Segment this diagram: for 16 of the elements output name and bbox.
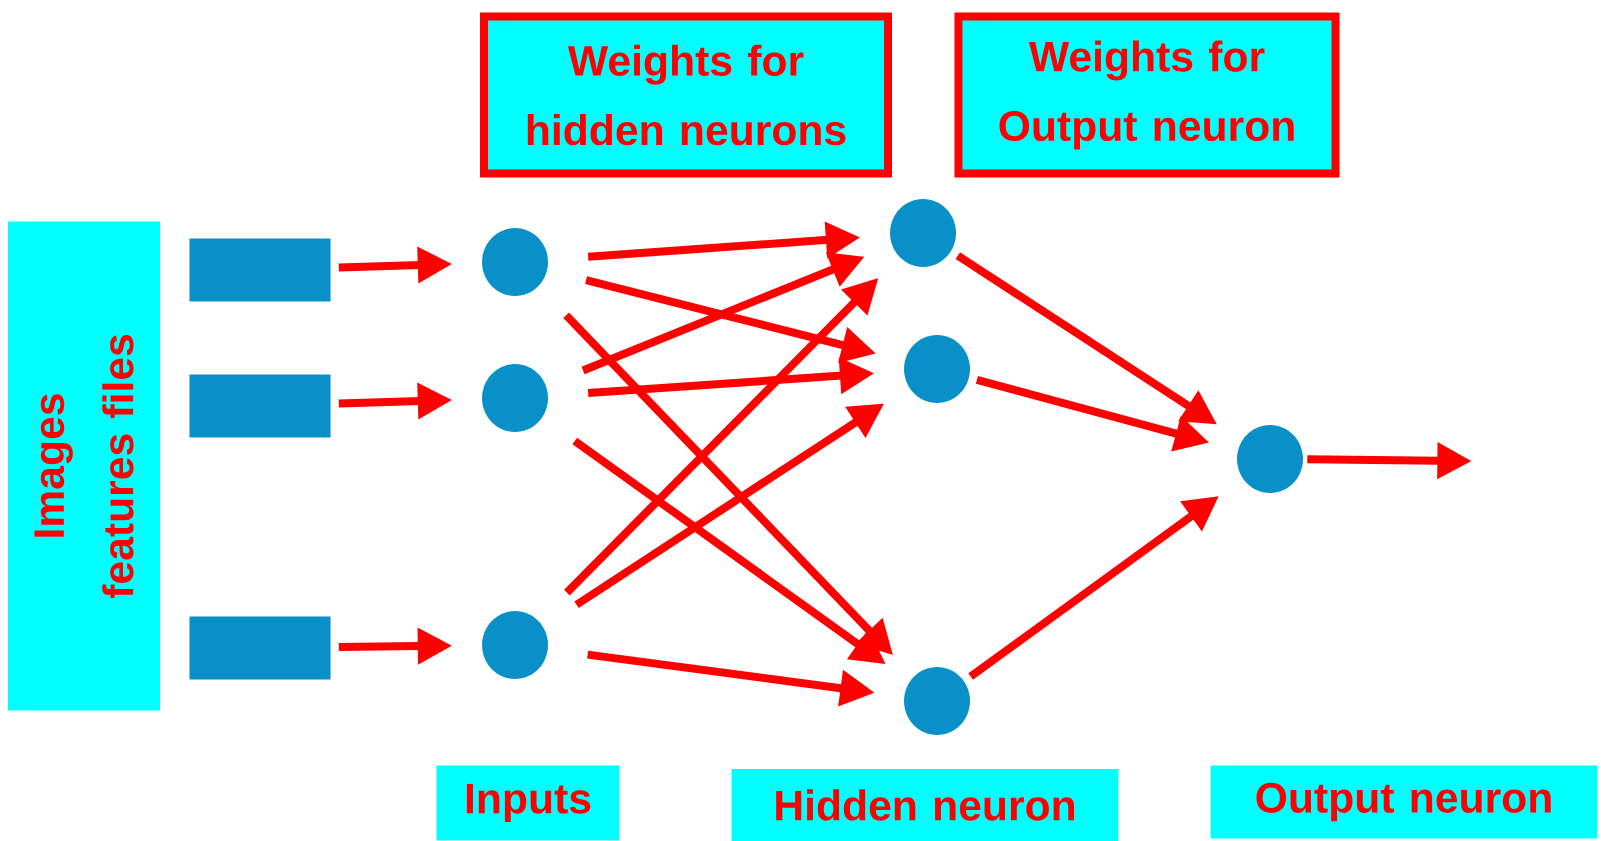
layer-label-box: Inputs <box>436 765 620 841</box>
neuron-circle <box>1237 425 1303 493</box>
side-label-box: Images features files <box>8 221 160 711</box>
weights-box: Weights for hidden neurons <box>480 12 892 178</box>
neuron-circle <box>890 199 956 267</box>
neuron-circle <box>482 364 548 432</box>
layer-label-box: Hidden neuron <box>731 769 1119 841</box>
weights-box: Weights for Output neuron <box>954 12 1340 178</box>
neuron-circle <box>482 228 548 296</box>
neuron-circle <box>904 335 970 403</box>
input-block <box>189 616 331 680</box>
input-block <box>189 374 331 438</box>
input-block <box>189 238 331 302</box>
layer-label-box: Output neuron <box>1210 765 1598 839</box>
neuron-circle <box>482 611 548 679</box>
neuron-circle <box>904 667 970 735</box>
